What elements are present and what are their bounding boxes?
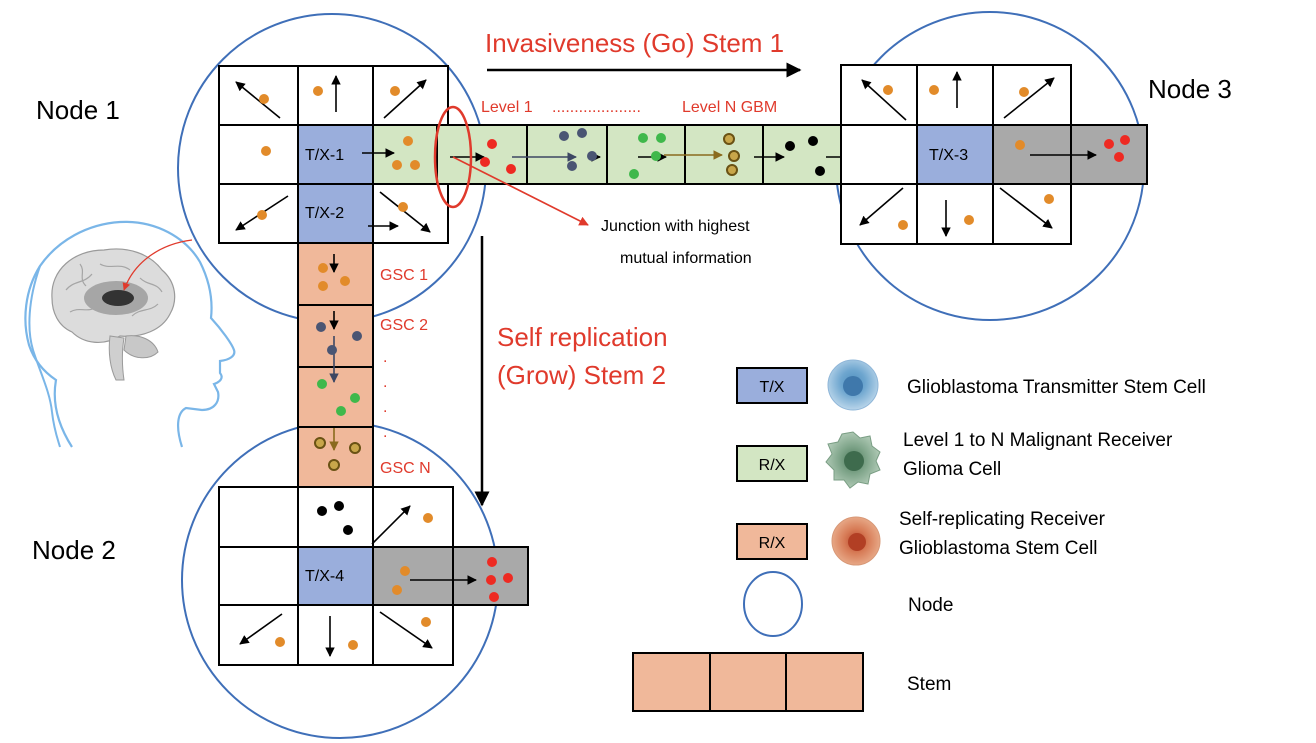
legend-rx-orange-box <box>736 523 808 560</box>
node-2-grid <box>218 486 529 666</box>
legend-node-icon <box>743 571 803 637</box>
brain-head-illustration <box>24 220 236 448</box>
legend-stem-desc: Stem <box>907 674 951 695</box>
node-1-label: Node 1 <box>36 95 120 125</box>
stem-2-level-cells <box>314 263 362 471</box>
node-3-arrows <box>859 71 1097 237</box>
legend: T/X Glioblastoma Transmitter Stem Cell R… <box>632 359 1206 712</box>
node-3-cells <box>883 85 1130 230</box>
legend-tx-desc: Glioblastoma Transmitter Stem Cell <box>907 377 1206 398</box>
node-2-label: Node 2 <box>32 535 116 565</box>
legend-tx-box <box>736 367 808 404</box>
gsc-n-label: GSC N <box>380 460 431 477</box>
node-2-arrows <box>239 505 477 657</box>
legend-transmitter-nucleus <box>843 376 863 396</box>
legend-stem-icon <box>632 652 864 712</box>
stem-2-label-line-2: (Grow) Stem 2 <box>497 360 666 390</box>
junction-pointer-arrow <box>452 156 589 226</box>
legend-rx-green-box-label: R/X <box>759 457 786 474</box>
tx3-label: T/X-3 <box>929 147 968 164</box>
node-2-cells <box>275 501 513 650</box>
brain-folds <box>65 263 163 317</box>
junction-label-line-2: mutual information <box>620 250 752 267</box>
legend-rx-green-desc-1: Level 1 to N Malignant Receiver <box>903 430 1173 451</box>
brain-stem <box>108 335 125 381</box>
legend-rx-orange-desc-2: Glioblastoma Stem Cell <box>899 538 1098 559</box>
legend-node-desc: Node <box>908 595 953 616</box>
stem-1-level-cells <box>480 128 825 179</box>
stem-1-cells <box>436 124 842 185</box>
junction-label-line-1: Junction with highest <box>601 218 750 235</box>
gsc-dot-4: . <box>383 424 387 441</box>
node-1-cells <box>257 86 420 220</box>
neck-outline <box>51 411 61 448</box>
junction-highlight <box>433 105 473 209</box>
gsc-dot-3: . <box>383 399 387 416</box>
tumor-region <box>102 290 134 306</box>
stem-2-cells <box>297 242 374 488</box>
stem-1-label: Invasiveness (Go) Stem 1 <box>485 28 784 58</box>
gsc-2-label: GSC 2 <box>380 317 428 334</box>
tx4-label: T/X-4 <box>305 568 344 585</box>
tx1-label: T/X-1 <box>305 147 344 164</box>
stem-2-label-line-1: Self replication <box>497 322 668 352</box>
brain-pointer-arrow <box>122 239 193 291</box>
gsc-dot-2: . <box>383 374 387 391</box>
gsc-1-label: GSC 1 <box>380 267 428 284</box>
gsc-dot-1: . <box>383 349 387 366</box>
tx2-label: T/X-2 <box>305 205 344 222</box>
legend-rx-green-box <box>736 445 808 482</box>
legend-rx-orange-desc-1: Self-replicating Receiver <box>899 509 1106 530</box>
head-back-outline <box>28 265 53 413</box>
level-1-label: Level 1 <box>481 99 533 116</box>
legend-tx-box-label: T/X <box>760 379 785 396</box>
node-3-label: Node 3 <box>1148 74 1232 104</box>
head-outline <box>24 220 236 448</box>
legend-malignant-nucleus <box>844 451 864 471</box>
node-3-grid <box>840 64 1148 245</box>
level-n-label: Level N GBM <box>682 99 777 116</box>
cerebellum <box>123 335 159 359</box>
level-dots: .................... <box>552 99 641 116</box>
legend-rx-green-desc-2: Glioma Cell <box>903 459 1001 480</box>
legend-stem-cell-nucleus <box>848 533 866 551</box>
legend-rx-orange-box-label: R/X <box>759 535 786 552</box>
node-1-arrows <box>235 75 431 233</box>
